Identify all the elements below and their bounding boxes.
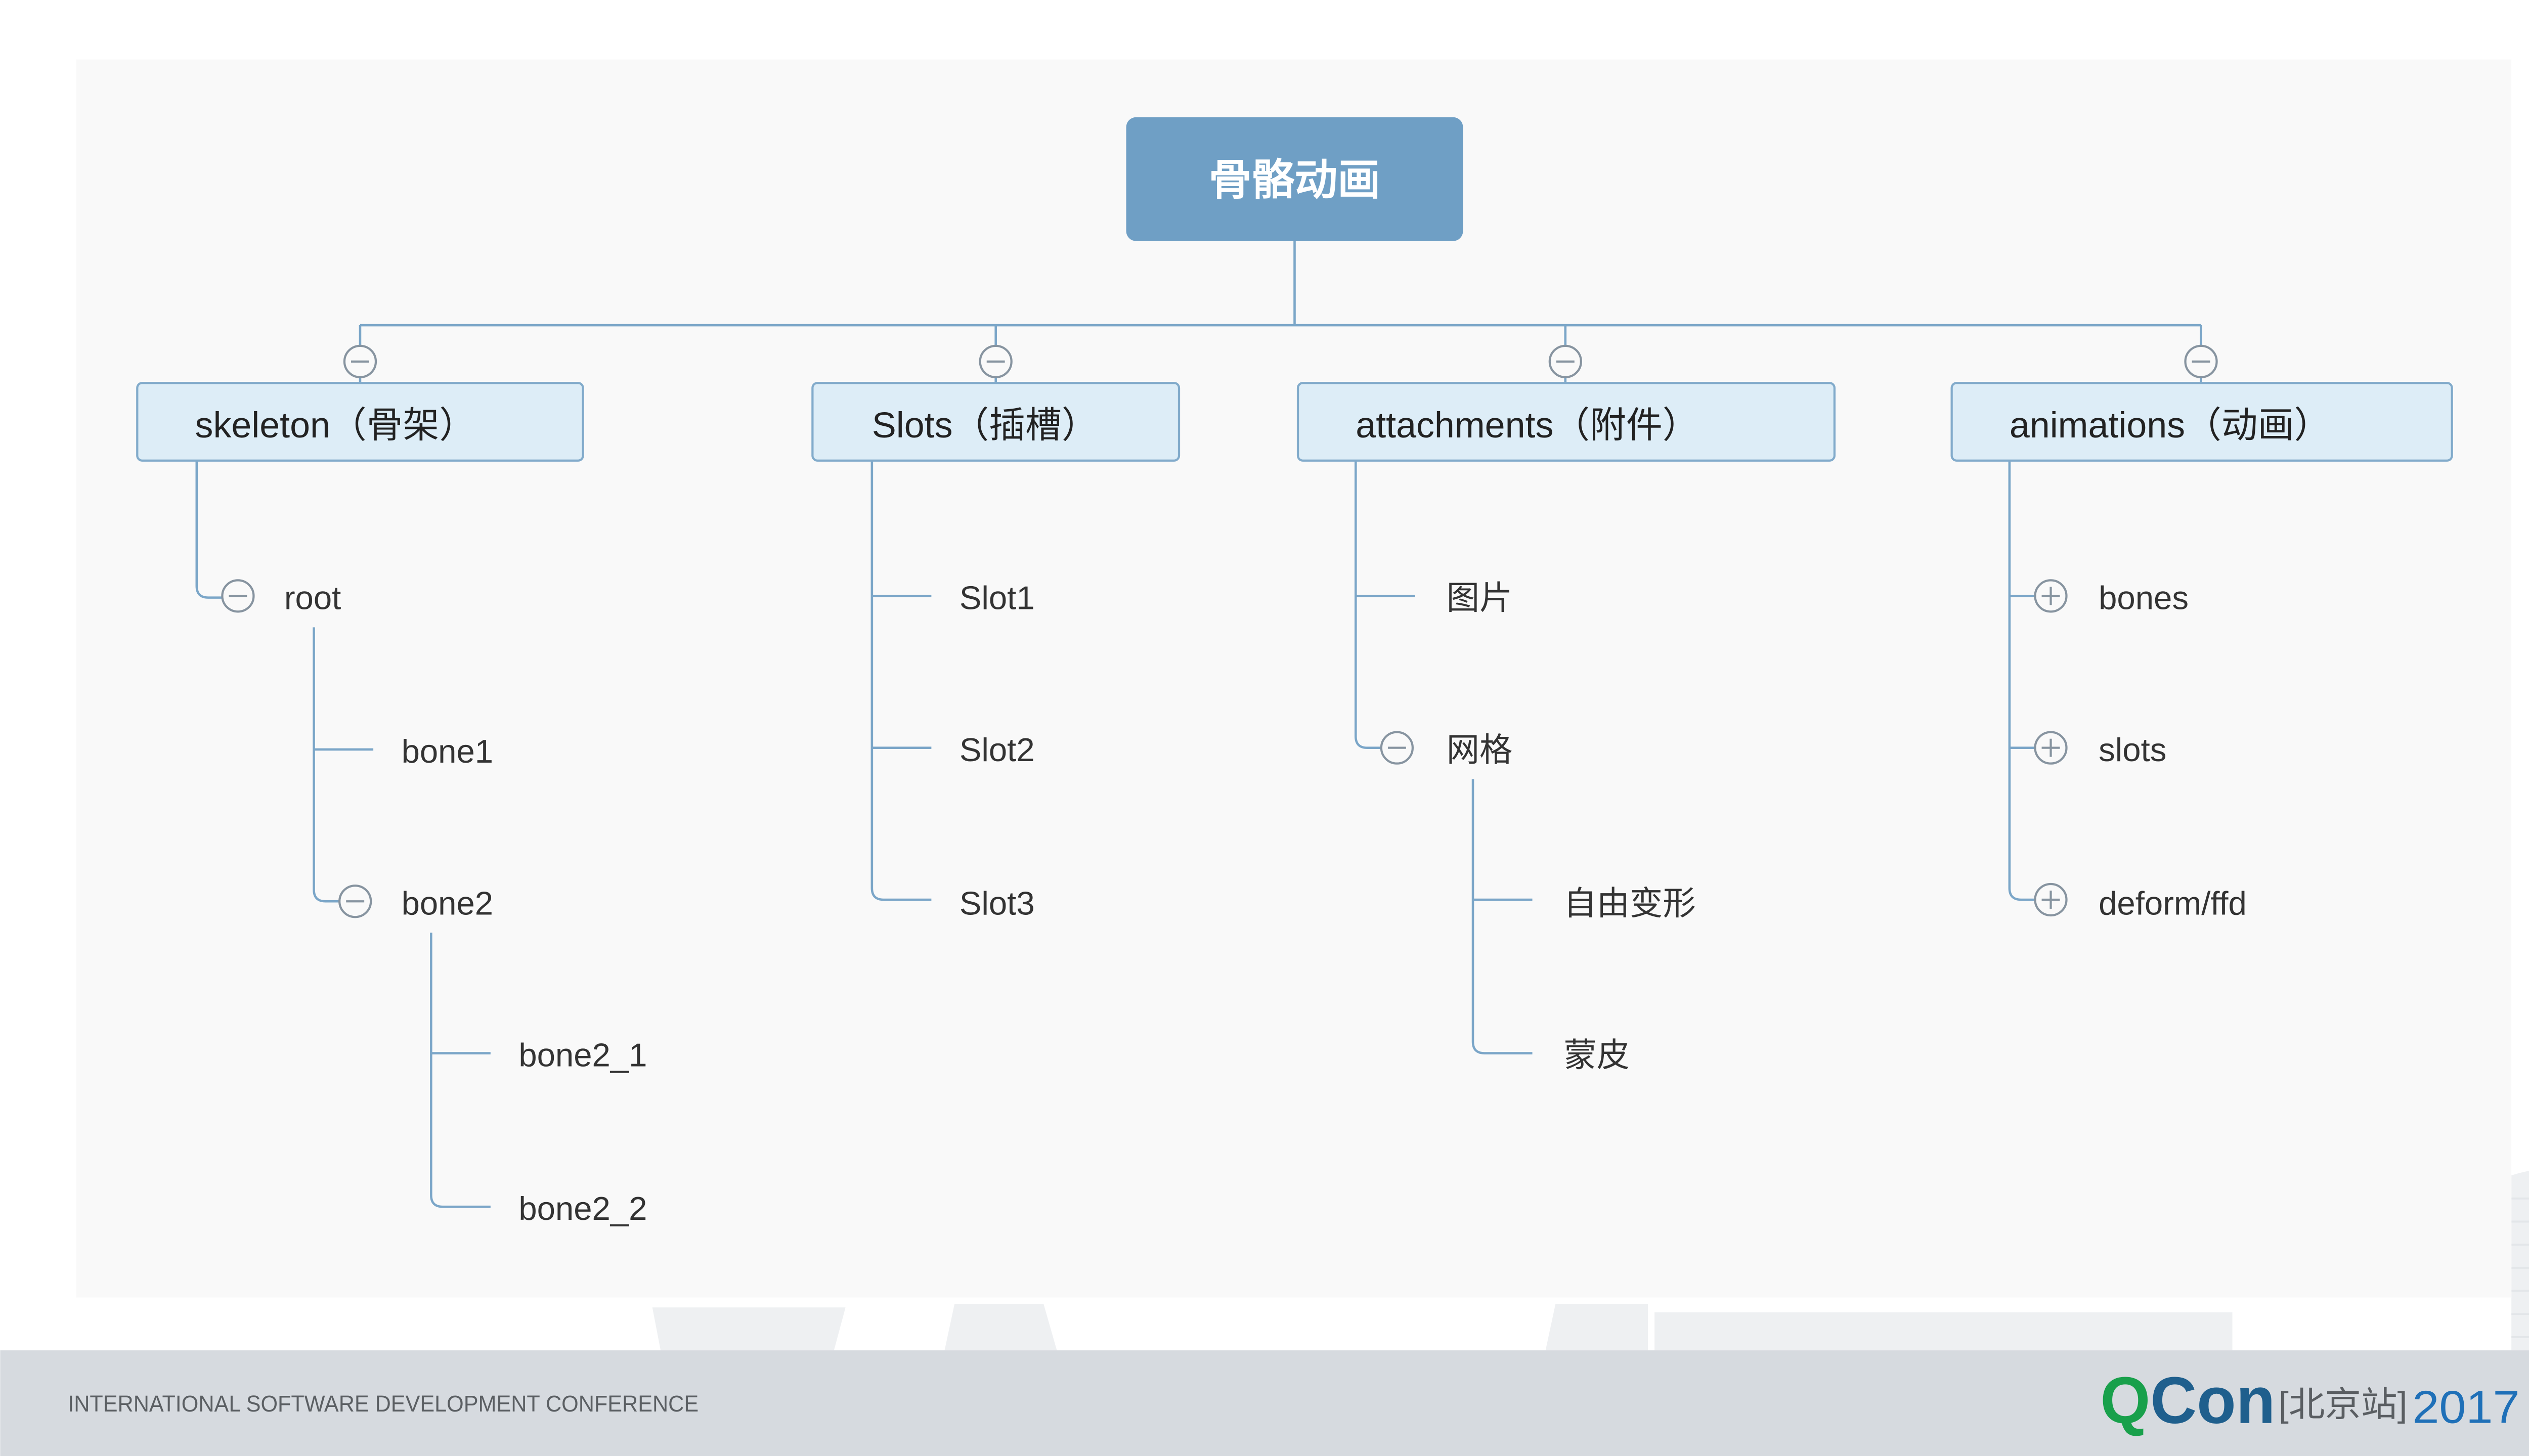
node-label: 自由变形 — [1564, 885, 1696, 921]
node-label: bones — [2099, 579, 2189, 616]
node-label: bone2_1 — [518, 1037, 647, 1074]
branch-attachments: attachments（附件） 图片 网格 自由变形 蒙皮 — [1296, 382, 1836, 1074]
connector-mesh-children — [1471, 779, 1533, 1054]
node-label: 蒙皮 — [1564, 1037, 1630, 1074]
branch-box — [1296, 382, 1836, 462]
node-label: slots — [2099, 731, 2166, 768]
watermark-shape — [2511, 1171, 2529, 1351]
connector-animations-children — [2008, 460, 2051, 901]
connector-attachments-children — [1354, 460, 1397, 749]
branch-label: Slots（插槽） — [872, 405, 1098, 446]
node-label: Slot1 — [960, 579, 1035, 616]
mindmap: 骨骼动画 skeleton（骨架） root bone1 b — [136, 117, 2453, 1227]
branch-skeleton: skeleton（骨架） root bone1 bone2 bone2_1 bo… — [136, 382, 647, 1227]
branch-box — [811, 382, 1181, 462]
branch-animations: animations（动画） bones slots deform/ffd — [1950, 382, 2453, 921]
background-watermark — [652, 1171, 2529, 1351]
logo-wordmark: QCon — [2100, 1363, 2275, 1437]
minus-circle-icon — [1548, 344, 1582, 378]
minus-circle-icon — [979, 344, 1013, 378]
branch-box — [136, 382, 584, 462]
connector-bone2-children — [430, 933, 491, 1208]
branch-box — [1950, 382, 2453, 462]
connector-root-children — [313, 627, 356, 903]
logo-year: 2017 — [2412, 1382, 2519, 1433]
logo-q: Q — [2100, 1363, 2150, 1437]
connector-slots-children — [870, 460, 932, 901]
connector-skeleton-children — [195, 460, 238, 599]
node-label: 图片 — [1447, 579, 1513, 616]
watermark-shape — [944, 1304, 1057, 1351]
branch-label: attachments（附件） — [1356, 405, 1698, 446]
minus-circle-icon — [338, 885, 372, 918]
logo-city: [北京站] — [2279, 1385, 2408, 1424]
plus-circle-icon — [2034, 731, 2068, 765]
minus-circle-icon — [221, 579, 255, 613]
minus-circle-icon — [343, 344, 377, 378]
node-label: root — [284, 579, 341, 616]
root-node-box — [1126, 117, 1463, 241]
plus-circle-icon — [2034, 579, 2068, 613]
watermark-shape — [1654, 1312, 2233, 1351]
node-label: bone1 — [402, 733, 494, 770]
root-node-label: 骨骼动画 — [1209, 156, 1380, 204]
connectors — [195, 241, 2202, 1208]
node-label: Slot3 — [960, 885, 1035, 921]
qcon-logo: QCon [北京站] 2017 — [2100, 1363, 2519, 1437]
conference-name: INTERNATIONAL SOFTWARE DEVELOPMENT CONFE… — [68, 1391, 699, 1417]
logo-con: Con — [2150, 1363, 2275, 1437]
node-label: bone2_2 — [518, 1190, 647, 1227]
watermark-shape — [1545, 1304, 1648, 1351]
node-label: bone2 — [402, 885, 494, 921]
branch-label: animations（动画） — [2010, 405, 2330, 446]
branch-slots: Slots（插槽） Slot1 Slot2 Slot3 — [811, 382, 1181, 921]
plus-circle-icon — [2034, 883, 2068, 917]
minus-circle-icon — [1380, 731, 1414, 765]
footer: INTERNATIONAL SOFTWARE DEVELOPMENT CONFE… — [0, 1350, 2529, 1456]
branch-label: skeleton（骨架） — [195, 405, 476, 446]
minus-circle-icon — [2184, 344, 2218, 378]
watermark-shape — [652, 1307, 846, 1351]
node-label: 网格 — [1447, 731, 1513, 768]
node-label: Slot2 — [960, 731, 1035, 768]
node-label: deform/ffd — [2099, 885, 2247, 921]
footer-band — [0, 1350, 2529, 1456]
root-node: 骨骼动画 — [1126, 117, 1463, 241]
